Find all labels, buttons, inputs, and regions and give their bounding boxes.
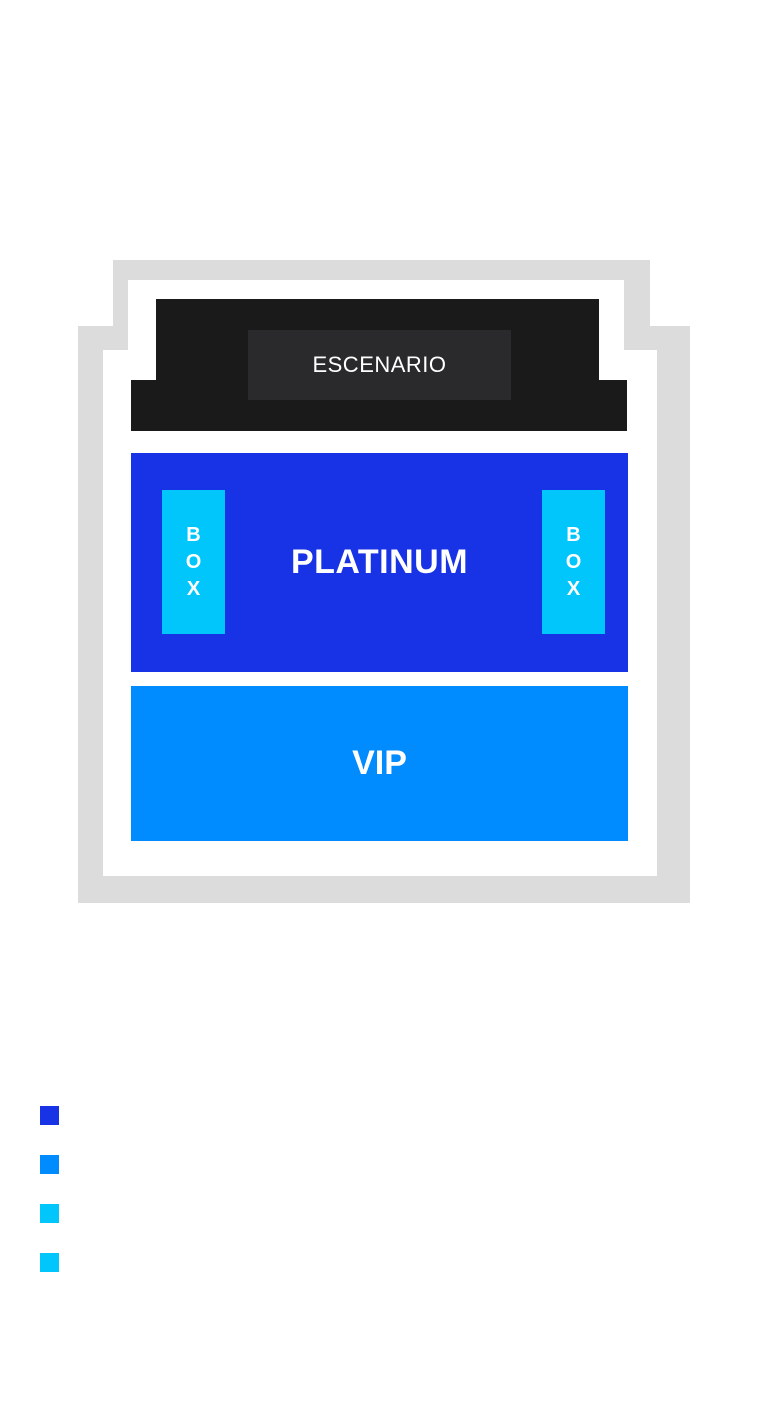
box-right-letter-o: O [565,550,582,573]
zone-vip[interactable]: VIP [131,686,628,841]
zone-vip-label: VIP [352,744,407,782]
legend-swatch-box [40,1204,59,1223]
legend-swatch-platinum [40,1106,59,1125]
box-left-letter-o: O [185,550,202,573]
legend-swatch-vip [40,1155,59,1174]
box-left-letter-x: X [186,577,201,600]
zone-box-left[interactable]: B O X [162,490,225,634]
legend-swatch-box-2 [40,1253,59,1272]
stage-label: ESCENARIO [248,330,511,400]
box-left-letter-b: B [186,523,201,546]
zone-box-right[interactable]: B O X [542,490,605,634]
zone-platinum-label: PLATINUM [290,543,469,581]
box-right-letter-x: X [566,577,581,600]
box-right-letter-b: B [566,523,581,546]
